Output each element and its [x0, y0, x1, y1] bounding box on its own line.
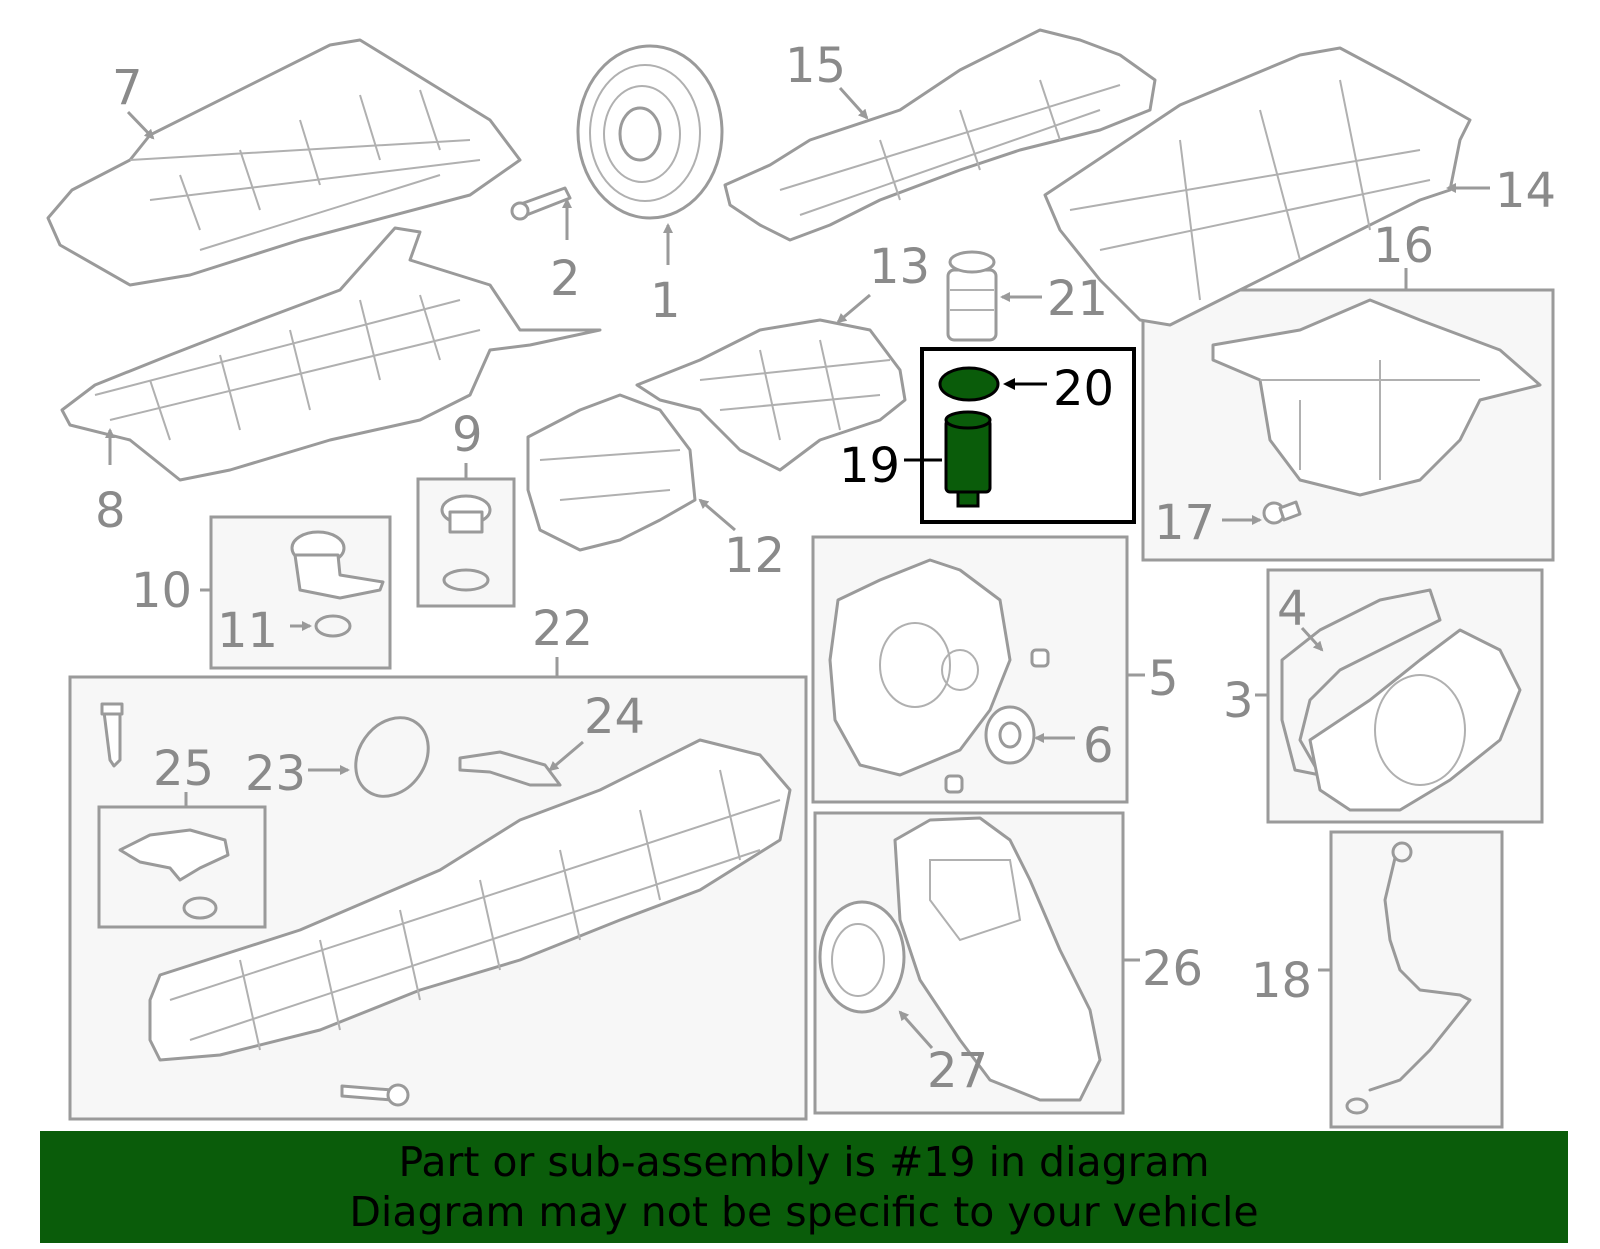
- map-sensor-part: [118, 828, 230, 920]
- bolt-part: [510, 186, 572, 221]
- callout-20: 20: [1053, 361, 1114, 417]
- leader-15: [838, 86, 869, 120]
- callout-16: 16: [1373, 218, 1434, 274]
- group-box-18: [1329, 830, 1504, 1129]
- intake-manifold-part: [148, 738, 792, 1062]
- callout-17: 17: [1154, 495, 1215, 551]
- drain-plug-part: [1262, 500, 1302, 525]
- callout-22: 22: [532, 601, 593, 657]
- oil-filler-neck-part: [290, 530, 385, 600]
- rear-cover-part: [1308, 628, 1522, 812]
- lower-oil-pan-part: [1043, 46, 1472, 327]
- valve-cover-part: [46, 38, 522, 287]
- dowel-pin-part: [944, 648, 1050, 794]
- manifold-stud-part: [340, 1083, 410, 1107]
- callout-21: 21: [1047, 271, 1108, 327]
- valve-cover-gasket-part: [60, 226, 602, 482]
- oil-sump-part: [1211, 298, 1542, 497]
- leader-12: [698, 498, 736, 532]
- oil-filler-cap-part: [440, 494, 492, 592]
- crankshaft-pulley-part: [576, 44, 724, 220]
- upper-oil-pan-part: [723, 28, 1157, 242]
- callout-19: 19: [839, 438, 900, 494]
- filter-gasket-part: [938, 366, 1000, 402]
- callout-8: 8: [95, 483, 126, 539]
- callout-3: 3: [1223, 673, 1254, 729]
- throttle-gasket-part: [354, 716, 430, 798]
- callout-13: 13: [869, 239, 930, 295]
- engine-cover-part: [526, 393, 697, 552]
- rear-cover-gasket-part: [1280, 588, 1442, 777]
- callout-7: 7: [112, 60, 143, 116]
- callout-1: 1: [650, 273, 681, 329]
- banner-line-2: Diagram may not be specific to your vehi…: [349, 1188, 1259, 1236]
- front-cover-part: [828, 558, 1012, 777]
- callout-9: 9: [452, 407, 483, 463]
- callout-10: 10: [131, 563, 192, 619]
- callout-2: 2: [550, 251, 581, 307]
- callout-5: 5: [1148, 651, 1179, 707]
- callout-23: 23: [245, 746, 306, 802]
- callout-27: 27: [927, 1043, 988, 1099]
- info-banner: Part or sub-assembly is #19 in diagram D…: [40, 1131, 1568, 1243]
- oil-filter-housing-cap-part: [946, 250, 998, 342]
- callout-6: 6: [1083, 718, 1114, 774]
- manifold-seal-part: [458, 750, 562, 787]
- leader-7: [126, 110, 155, 140]
- o-ring-part: [314, 614, 352, 638]
- callout-4: 4: [1277, 581, 1308, 637]
- callout-14: 14: [1495, 163, 1556, 219]
- leader-13: [836, 293, 871, 324]
- callout-12: 12: [724, 528, 785, 584]
- leader-24: [548, 740, 584, 772]
- timing-case-cover-part: [893, 816, 1102, 1102]
- callout-25: 25: [153, 741, 214, 797]
- leader-27: [898, 1010, 934, 1049]
- timing-cover-upper-part: [635, 318, 907, 472]
- callout-26: 26: [1142, 941, 1203, 997]
- callout-24: 24: [584, 689, 645, 745]
- callout-15: 15: [785, 38, 846, 94]
- callout-18: 18: [1251, 953, 1312, 1009]
- manifold-bolt-part: [100, 702, 124, 768]
- oil-filter-part-highlighted: [944, 410, 992, 508]
- rear-main-seal-part: [818, 900, 906, 1014]
- callout-11: 11: [217, 603, 278, 659]
- crank-seal-part: [984, 705, 1036, 765]
- leader-4: [1300, 626, 1324, 652]
- dipstick-part: [1345, 841, 1472, 1115]
- banner-line-1: Part or sub-assembly is #19 in diagram: [398, 1138, 1210, 1186]
